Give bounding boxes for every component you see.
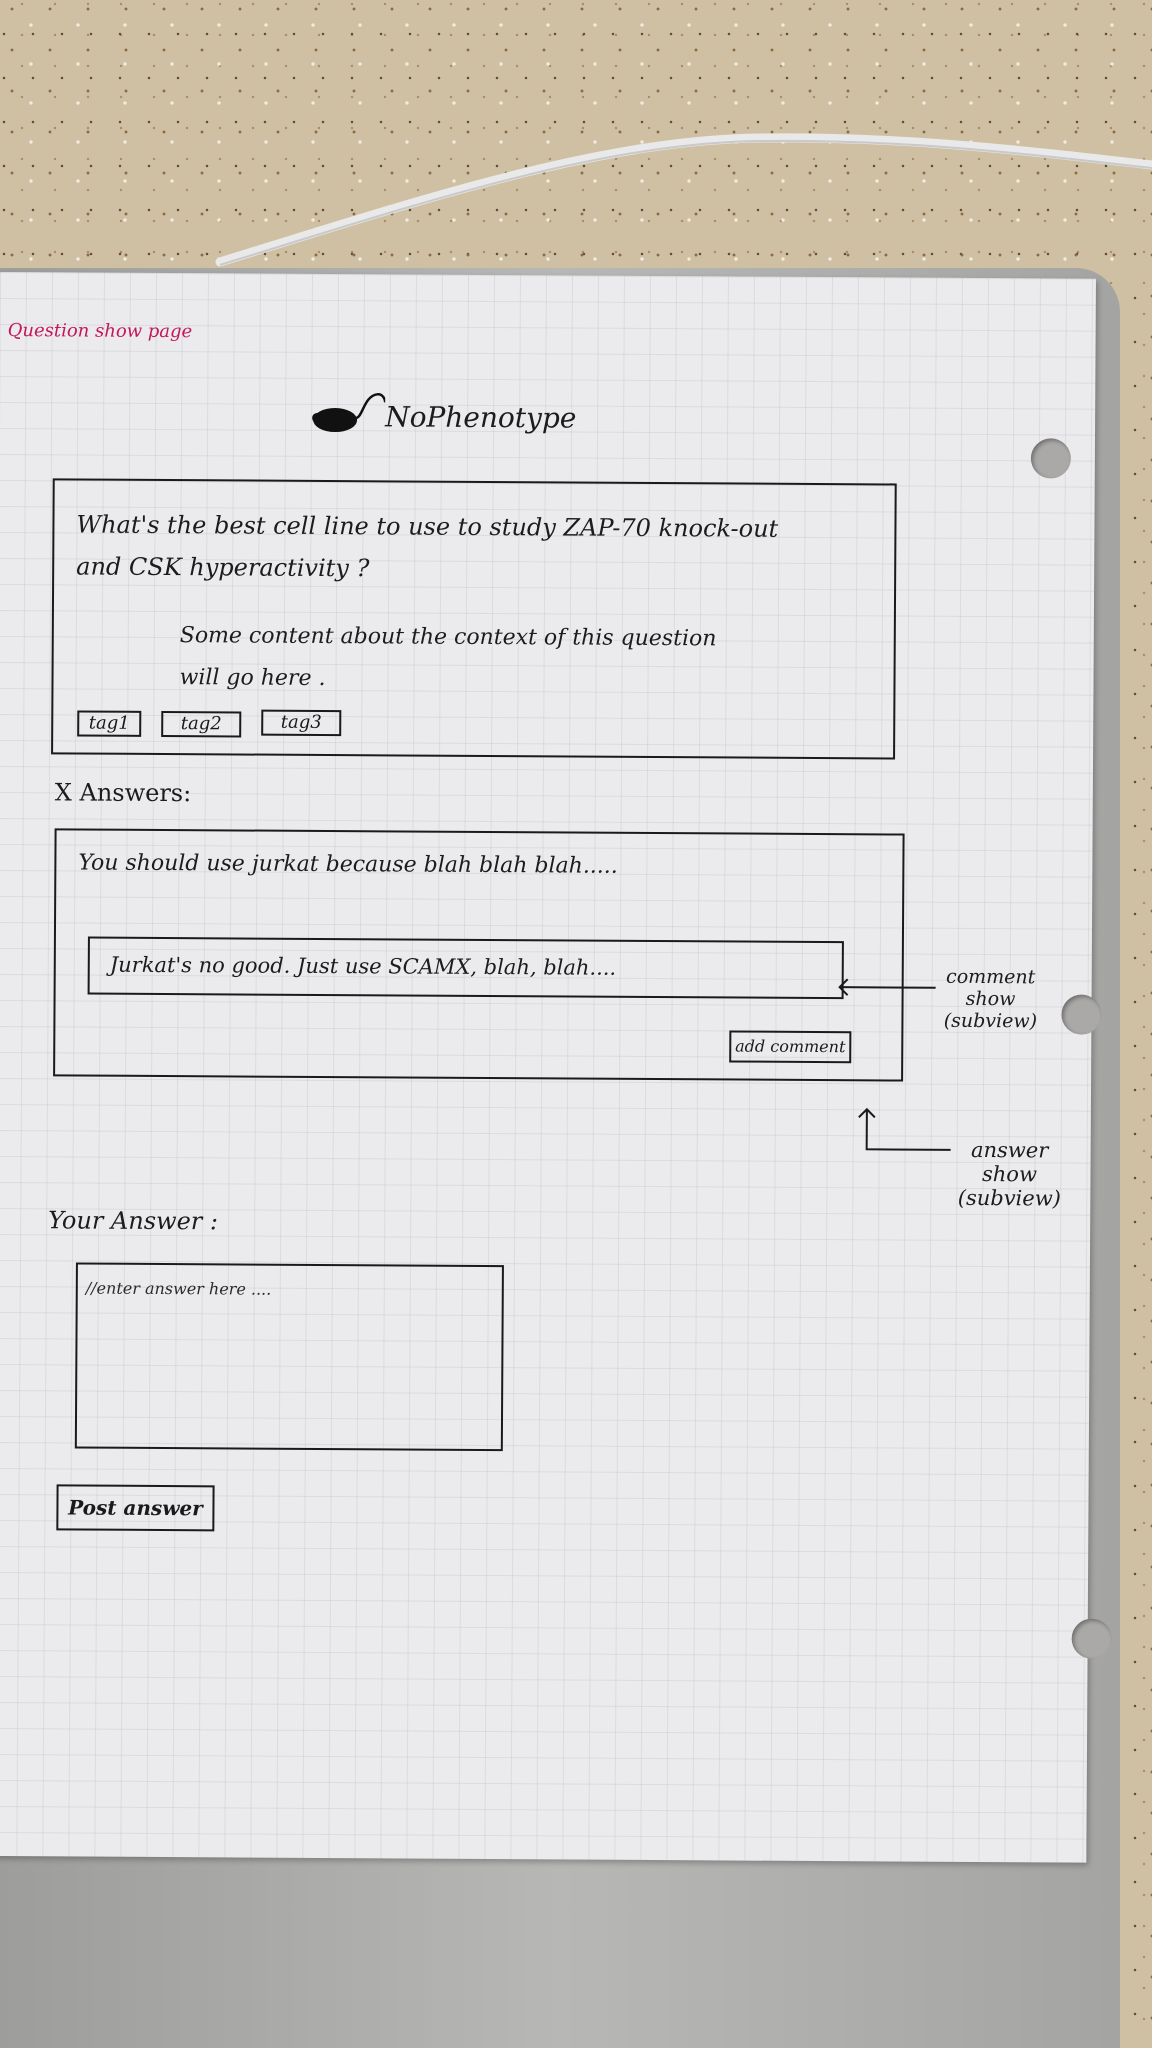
comment-show-line: show: [965, 987, 1016, 1011]
answers-heading: X Answers:: [54, 778, 192, 808]
question-body: Some content about the context of this q…: [179, 623, 717, 652]
page-label: Question show page: [7, 320, 193, 343]
comment-body: Jurkat's no good. Just use SCAMX, blah, …: [109, 952, 617, 980]
punch-hole: [1071, 1618, 1112, 1659]
answer-textarea[interactable]: //enter answer here ....: [74, 1262, 504, 1452]
answer-show-pointer: [858, 1107, 951, 1151]
mouse-icon: [312, 393, 386, 433]
tag-1[interactable]: tag1: [77, 710, 142, 737]
cable: [215, 133, 1152, 267]
answer-textarea-placeholder: //enter answer here ....: [85, 1278, 272, 1299]
sketch-paper: Question show page NoPhenotype What's th…: [0, 272, 1112, 1863]
your-answer-heading: Your Answer :: [48, 1206, 219, 1236]
comment-show-pointer: [838, 978, 936, 996]
answer-show-line: answer: [970, 1137, 1049, 1163]
comment-show-line: (subview): [943, 1009, 1038, 1033]
answer-show-line: (subview): [957, 1185, 1061, 1211]
comment-show-annotation: comment show (subview): [925, 966, 1055, 1033]
punch-hole: [1030, 438, 1072, 479]
question-title: What's the best cell line to use to stud…: [76, 510, 779, 543]
question-title-line2: and CSK hyperactivity ?: [76, 552, 370, 583]
comment-show-line: comment: [946, 965, 1036, 989]
answer-body: You should use jurkat because blah blah …: [78, 850, 618, 879]
add-comment-button[interactable]: add comment: [729, 1030, 852, 1064]
tag-2[interactable]: tag2: [161, 710, 242, 738]
answer-show-line: show: [981, 1162, 1038, 1187]
comment-card: Jurkat's no good. Just use SCAMX, blah, …: [87, 936, 844, 1000]
question-card: What's the best cell line to use to stud…: [51, 478, 897, 760]
question-body-line2: will go here .: [179, 665, 326, 691]
answer-card: You should use jurkat because blah blah …: [53, 828, 905, 1082]
tag-3[interactable]: tag3: [261, 709, 342, 737]
post-answer-button[interactable]: Post answer: [56, 1484, 215, 1532]
answer-show-annotation: answer show (subview): [944, 1138, 1074, 1211]
punch-hole: [1061, 994, 1102, 1035]
brand[interactable]: NoPhenotype: [305, 384, 645, 446]
brand-name: NoPhenotype: [385, 400, 577, 435]
